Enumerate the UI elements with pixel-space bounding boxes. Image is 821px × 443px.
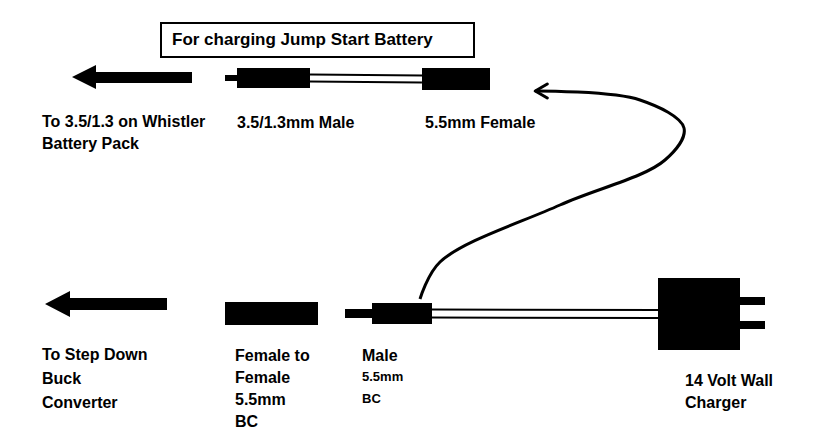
note-label: To Step Down Buck Converter [42,343,154,415]
part-label: 3.5/1.3mm Male [237,113,354,133]
cable [310,78,422,79]
cable-wire [432,309,658,320]
note-label: To 3.5/1.3 on Whistler Battery Pack [42,111,222,155]
title-text: For charging Jump Start Battery [172,30,433,49]
connector-part: 14 Volt Wall Charger [658,278,785,414]
connector-part: Male5.5mm BC [372,303,432,410]
part-label: 14 Volt Wall Charger [685,370,785,414]
plug-body [658,278,740,350]
plug-body [237,68,310,88]
direction-arrow [72,65,192,89]
plug-body [422,68,490,90]
cable-gap [432,311,658,318]
part-label: 5.5mm BC [362,366,410,410]
part-label: Female to Female 5.5mm BC [235,345,312,433]
plug-body [225,302,318,325]
cable [432,313,658,315]
direction-arrow [45,291,167,317]
plug-pin [345,309,373,318]
charger-prong [740,321,765,329]
cable-wire [310,78,422,79]
curved-arrow [420,91,684,299]
cable-gap [310,78,422,79]
part-label: Male [362,345,432,366]
connector-part: Female to Female 5.5mm BC [225,302,318,433]
connector-part: 3.5/1.3mm Male [237,68,354,133]
plug-body [372,303,432,324]
title-box: For charging Jump Start Battery [160,22,475,58]
charger-prong [740,297,765,305]
plug-in-arrow [420,91,684,299]
part-label: 5.5mm Female [425,113,535,133]
connector-part: 5.5mm Female [422,68,535,133]
